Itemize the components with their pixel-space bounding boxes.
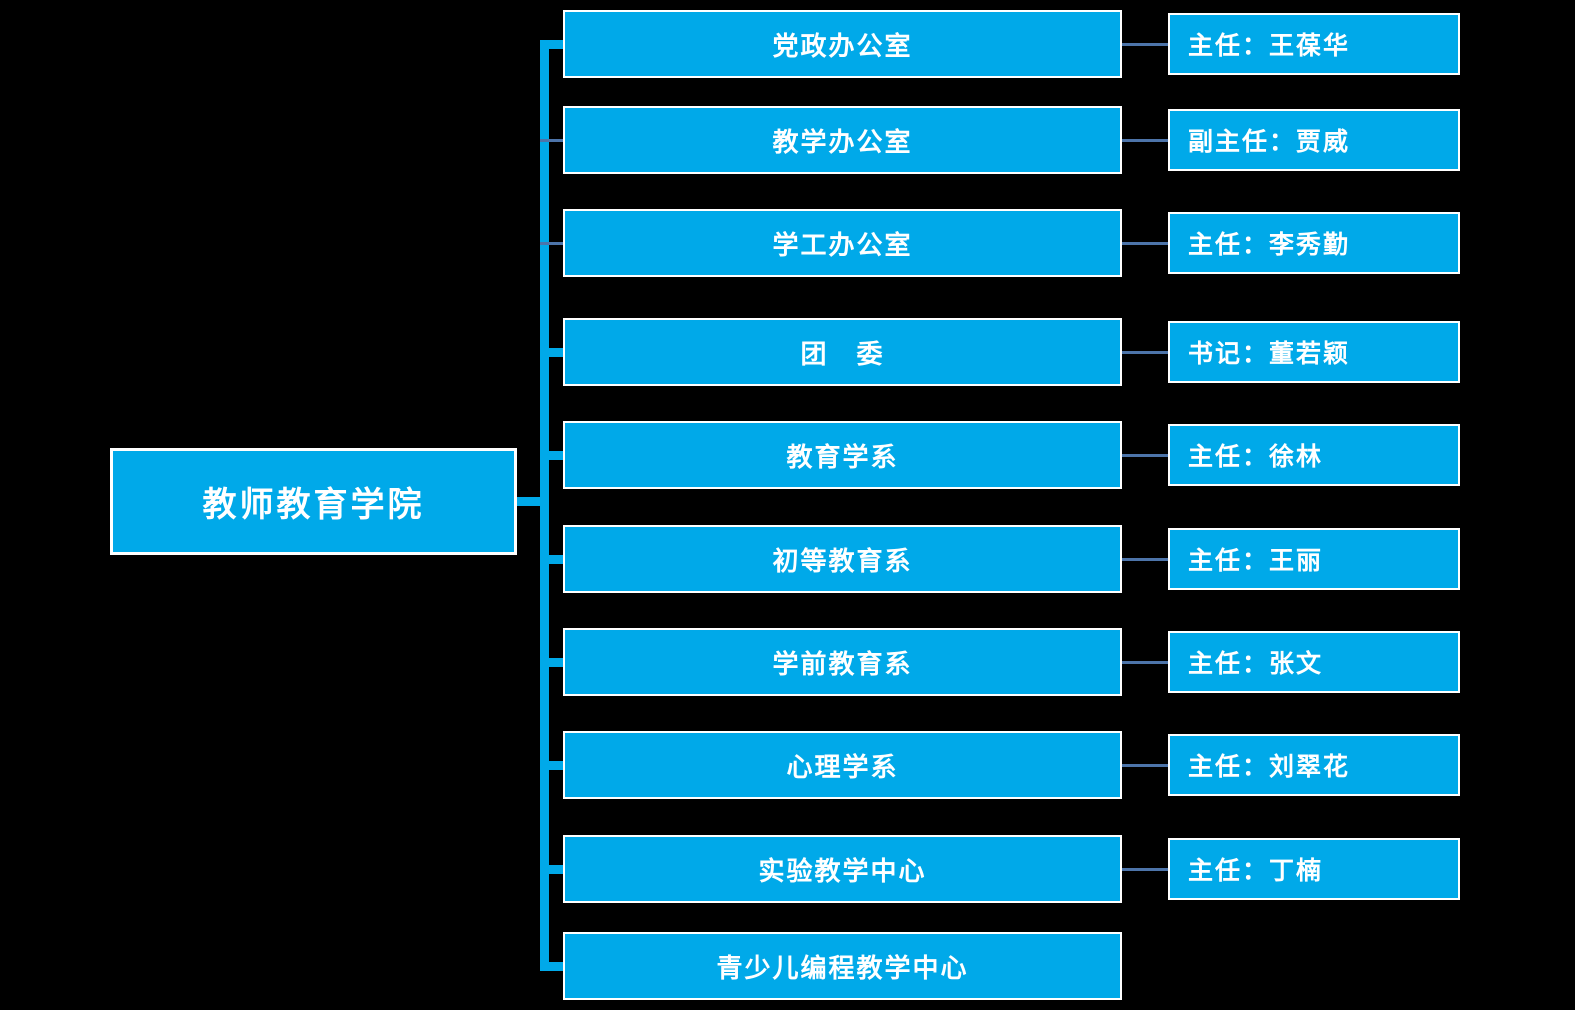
leader-label: 主任：徐林 (1188, 442, 1324, 471)
leader-box: 主任：丁楠 (1168, 838, 1460, 900)
dept-label: 学前教育系 (772, 649, 913, 680)
dept-label: 青少儿编程教学中心 (716, 953, 969, 984)
leader-label: 主任：丁楠 (1188, 856, 1324, 885)
row: 学工办公室 主任：李秀勤 (540, 209, 1465, 277)
root-box: 教师教育学院 (110, 448, 517, 555)
dept-label: 党政办公室 (772, 31, 913, 62)
dept-label: 团 委 (800, 339, 885, 370)
branch-line (540, 451, 566, 460)
leader-box: 主任：李秀勤 (1168, 212, 1460, 274)
dept-label: 初等教育系 (772, 546, 913, 577)
leader-connector-line (1122, 454, 1168, 457)
dept-box: 青少儿编程教学中心 (563, 932, 1122, 1000)
branch-line (540, 658, 566, 667)
leader-box: 主任：刘翠花 (1168, 734, 1460, 796)
dept-box: 教育学系 (563, 421, 1122, 489)
leader-connector-line (1122, 351, 1168, 354)
dept-box: 实验教学中心 (563, 835, 1122, 903)
dept-label: 教育学系 (786, 442, 899, 473)
root-connector-line (515, 497, 549, 506)
dept-label: 教学办公室 (772, 127, 913, 158)
trunk-line (540, 42, 549, 971)
root-title: 教师教育学院 (202, 485, 425, 525)
row: 实验教学中心 主任：丁楠 (540, 835, 1465, 903)
dept-label: 心理学系 (786, 752, 899, 783)
dept-box: 团 委 (563, 318, 1122, 386)
dept-label: 实验教学中心 (758, 856, 927, 887)
dept-box: 初等教育系 (563, 525, 1122, 593)
row: 心理学系 主任：刘翠花 (540, 731, 1465, 799)
dept-box: 学工办公室 (563, 209, 1122, 277)
leader-connector-line (1122, 558, 1168, 561)
leader-box: 书记：董若颖 (1168, 321, 1460, 383)
leader-label: 书记：董若颖 (1188, 339, 1351, 368)
branch-line (540, 40, 566, 49)
leader-connector-line (1122, 139, 1168, 142)
leader-label: 主任：王丽 (1188, 546, 1324, 575)
row: 团 委 书记：董若颖 (540, 318, 1465, 386)
leader-label: 主任：李秀勤 (1188, 230, 1351, 259)
leader-connector-line (1122, 764, 1168, 767)
row: 初等教育系 主任：王丽 (540, 525, 1465, 593)
dept-box: 学前教育系 (563, 628, 1122, 696)
leader-box: 主任：徐林 (1168, 424, 1460, 486)
leader-connector-line (1122, 43, 1168, 46)
branch-line (540, 242, 566, 245)
row: 青少儿编程教学中心 (540, 932, 1465, 1000)
leader-connector-line (1122, 868, 1168, 871)
row: 学前教育系 主任：张文 (540, 628, 1465, 696)
branch-line (540, 348, 566, 357)
leader-box: 副主任：贾威 (1168, 109, 1460, 171)
leader-box: 主任：张文 (1168, 631, 1460, 693)
branch-line (540, 865, 566, 874)
leader-label: 副主任：贾威 (1188, 127, 1351, 156)
dept-box: 心理学系 (563, 731, 1122, 799)
leader-box: 主任：王葆华 (1168, 13, 1460, 75)
leader-label: 主任：刘翠花 (1188, 752, 1351, 781)
dept-label: 学工办公室 (772, 230, 913, 261)
leader-label: 主任：王葆华 (1188, 31, 1351, 60)
branch-line (540, 555, 566, 564)
row: 教育学系 主任：徐林 (540, 421, 1465, 489)
dept-box: 党政办公室 (563, 10, 1122, 78)
row: 教学办公室 副主任：贾威 (540, 106, 1465, 174)
branch-line (540, 962, 566, 971)
branch-line (540, 139, 566, 142)
leader-connector-line (1122, 661, 1168, 664)
row: 党政办公室 主任：王葆华 (540, 10, 1465, 78)
dept-box: 教学办公室 (563, 106, 1122, 174)
leader-connector-line (1122, 242, 1168, 245)
branch-line (540, 761, 566, 770)
leader-label: 主任：张文 (1188, 649, 1324, 678)
leader-box: 主任：王丽 (1168, 528, 1460, 590)
